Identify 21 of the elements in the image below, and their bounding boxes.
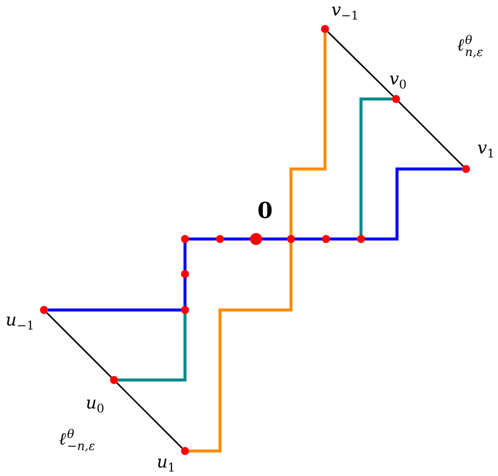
diagonal-line: [398, 101, 464, 167]
diagonal-line: [116, 382, 183, 449]
point-label: v$_{−1}$: [331, 2, 359, 22]
point-marker: [462, 165, 470, 173]
point-marker: [181, 447, 189, 455]
point-label: v$_{0}$: [389, 72, 407, 90]
point-marker: [250, 233, 262, 245]
lattice-path: [48, 238, 250, 312]
point-marker: [110, 376, 118, 384]
point-label: u$_{−1}$: [6, 312, 34, 332]
diagonal-line: [46, 312, 112, 378]
lattice-path: [262, 168, 462, 240]
point-label: v$_{1}$: [477, 140, 495, 160]
point-marker: [40, 306, 48, 314]
diagonal-line: [327, 31, 394, 97]
origin-label: 0: [257, 200, 273, 222]
point-label: u$_{0}$: [86, 396, 104, 414]
point-label: u$_{1}$: [156, 454, 176, 474]
lattice-path: [189, 33, 326, 452]
point-marker: [392, 95, 400, 103]
point-marker: [321, 25, 329, 33]
